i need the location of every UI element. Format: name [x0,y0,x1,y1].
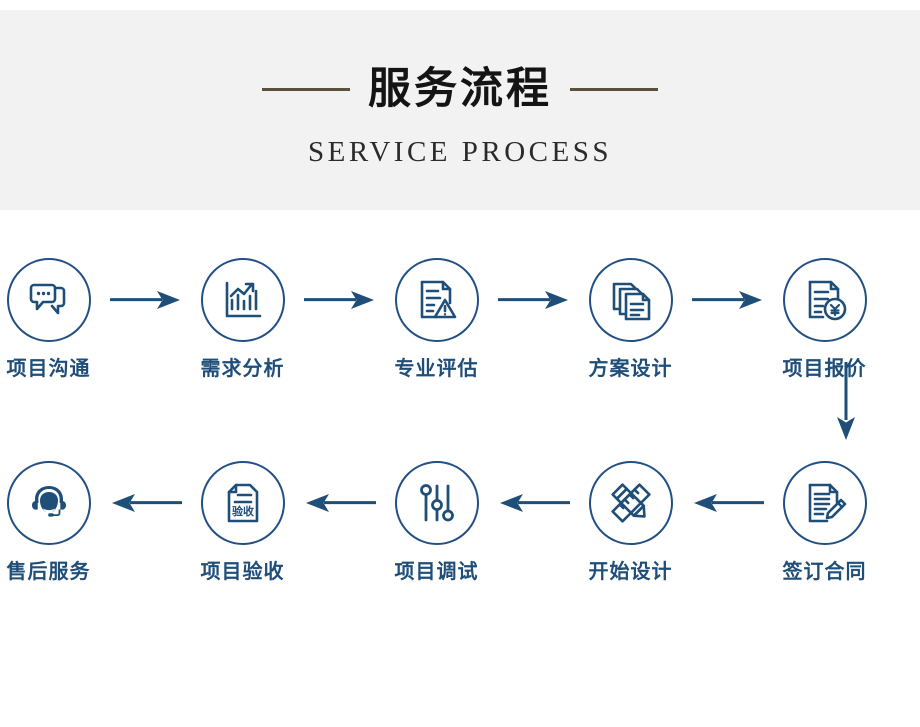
headset-support-icon [31,486,66,517]
step-circle [6,461,91,545]
arrow-right-icon [497,291,568,309]
arrow-right-icon [109,291,180,309]
step-label: 方案设计 [588,358,673,380]
ruler-pencil-cross-icon [610,483,651,523]
flow-step-solution-design[interactable]: 方案设计 [582,258,679,379]
flow-step-project-communication[interactable]: 项目沟通 [0,258,97,379]
stacked-documents-icon [612,282,650,321]
flow-step-after-sales-service[interactable]: 售后服务 [0,461,97,582]
step-circle: 验收 [200,461,285,545]
step-circle [6,258,91,342]
step-label: 开始设计 [588,561,673,583]
flow-step-sign-contract[interactable]: 签订合同 [776,461,873,582]
flow-arrow-left [291,461,388,545]
chat-bubbles-icon [29,283,65,315]
step-label: 项目沟通 [6,358,91,380]
flow-step-requirement-analysis[interactable]: 需求分析 [194,258,291,379]
flow-arrow-left [485,461,582,545]
flow-arrow-right [291,258,388,342]
document-yuan-icon [808,280,846,321]
sliders-icon [419,484,454,522]
flow-connector-down [797,342,894,461]
document-warning-icon [420,280,456,319]
step-label: 专业评估 [394,358,479,380]
step-circle [782,461,867,545]
flow-row-2: 售后服务 验收 项目验收 [0,461,920,651]
step-circle [394,461,479,545]
acceptance-text: 验收 [232,504,254,518]
step-circle [200,258,285,342]
flow-arrow-left [97,461,194,545]
flow-row-1: 项目沟通 需求分析 [0,258,920,448]
step-label: 项目验收 [200,561,285,583]
step-label: 项目调试 [394,561,479,583]
step-label: 需求分析 [200,358,285,380]
flow-step-start-design[interactable]: 开始设计 [582,461,679,582]
flow-arrow-right [97,258,194,342]
arrow-left-icon [499,494,570,512]
page-subtitle: SERVICE PROCESS [308,136,612,168]
step-label: 签订合同 [782,561,867,583]
step-label: 售后服务 [6,561,91,583]
arrow-left-icon [111,494,182,512]
service-process-flow: 项目沟通 需求分析 [0,210,920,727]
flow-step-project-debugging[interactable]: 项目调试 [388,461,485,582]
document-pen-icon [808,483,846,523]
header-band: 服务流程 SERVICE PROCESS [0,10,920,210]
flow-step-professional-assessment[interactable]: 专业评估 [388,258,485,379]
flow-arrow-right [679,258,776,342]
arrow-left-icon [693,494,764,512]
page-title: 服务流程 [368,65,552,113]
step-circle [782,258,867,342]
bar-chart-trend-icon [225,281,261,318]
title-row: 服务流程 [0,68,920,111]
arrow-left-icon [305,494,376,512]
decorative-line-right [570,88,658,91]
document-acceptance-icon: 验收 [227,483,258,523]
arrow-right-icon [691,291,762,309]
flow-arrow-left [679,461,776,545]
arrow-right-icon [303,291,374,309]
arrow-down-icon [836,361,855,440]
step-circle [588,461,673,545]
step-circle [394,258,479,342]
flow-arrow-right [485,258,582,342]
decorative-line-left [262,88,350,91]
flow-step-project-acceptance[interactable]: 验收 项目验收 [194,461,291,582]
step-circle [588,258,673,342]
